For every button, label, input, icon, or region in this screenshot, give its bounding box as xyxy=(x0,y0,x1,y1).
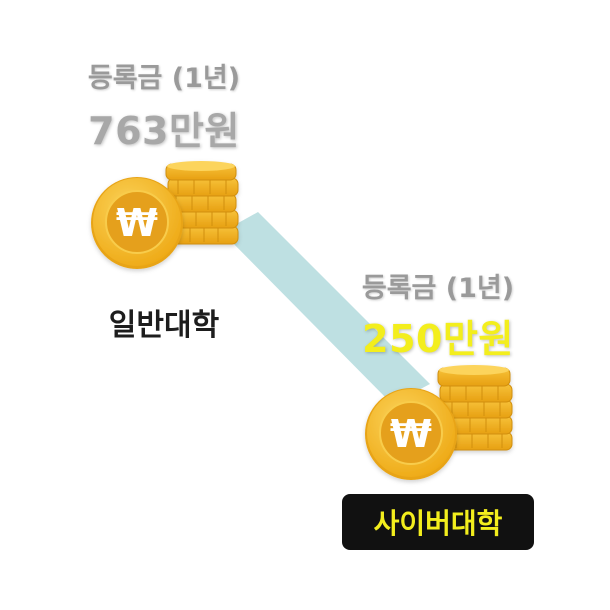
right-school-name: 사이버대학 xyxy=(373,507,503,540)
stack-coin-right-4 xyxy=(439,383,513,403)
stack-coin-left-4 xyxy=(167,177,239,197)
connector-band xyxy=(222,212,430,404)
left-amount: 763만원 xyxy=(88,109,240,153)
won-symbol-left: ₩ xyxy=(116,201,158,245)
highlight-school-badge: 사이버대학 xyxy=(342,494,534,550)
coin-stack-icon xyxy=(165,161,239,245)
stack-coin-right-5 xyxy=(437,365,511,387)
right-fee-label: 등록금 (1년) xyxy=(361,273,515,304)
left-fee-label: 등록금 (1년) xyxy=(87,63,241,94)
won-symbol-right: ₩ xyxy=(390,412,432,456)
left-school-name: 일반대학 xyxy=(108,308,220,343)
stack-coin-left-5 xyxy=(165,161,237,181)
won-coin-icon xyxy=(91,177,183,269)
stack-coin-right-1 xyxy=(445,431,513,451)
coin-stack-icon xyxy=(437,365,513,451)
right-amount: 250만원 xyxy=(362,317,514,361)
won-coin-icon xyxy=(365,388,457,480)
